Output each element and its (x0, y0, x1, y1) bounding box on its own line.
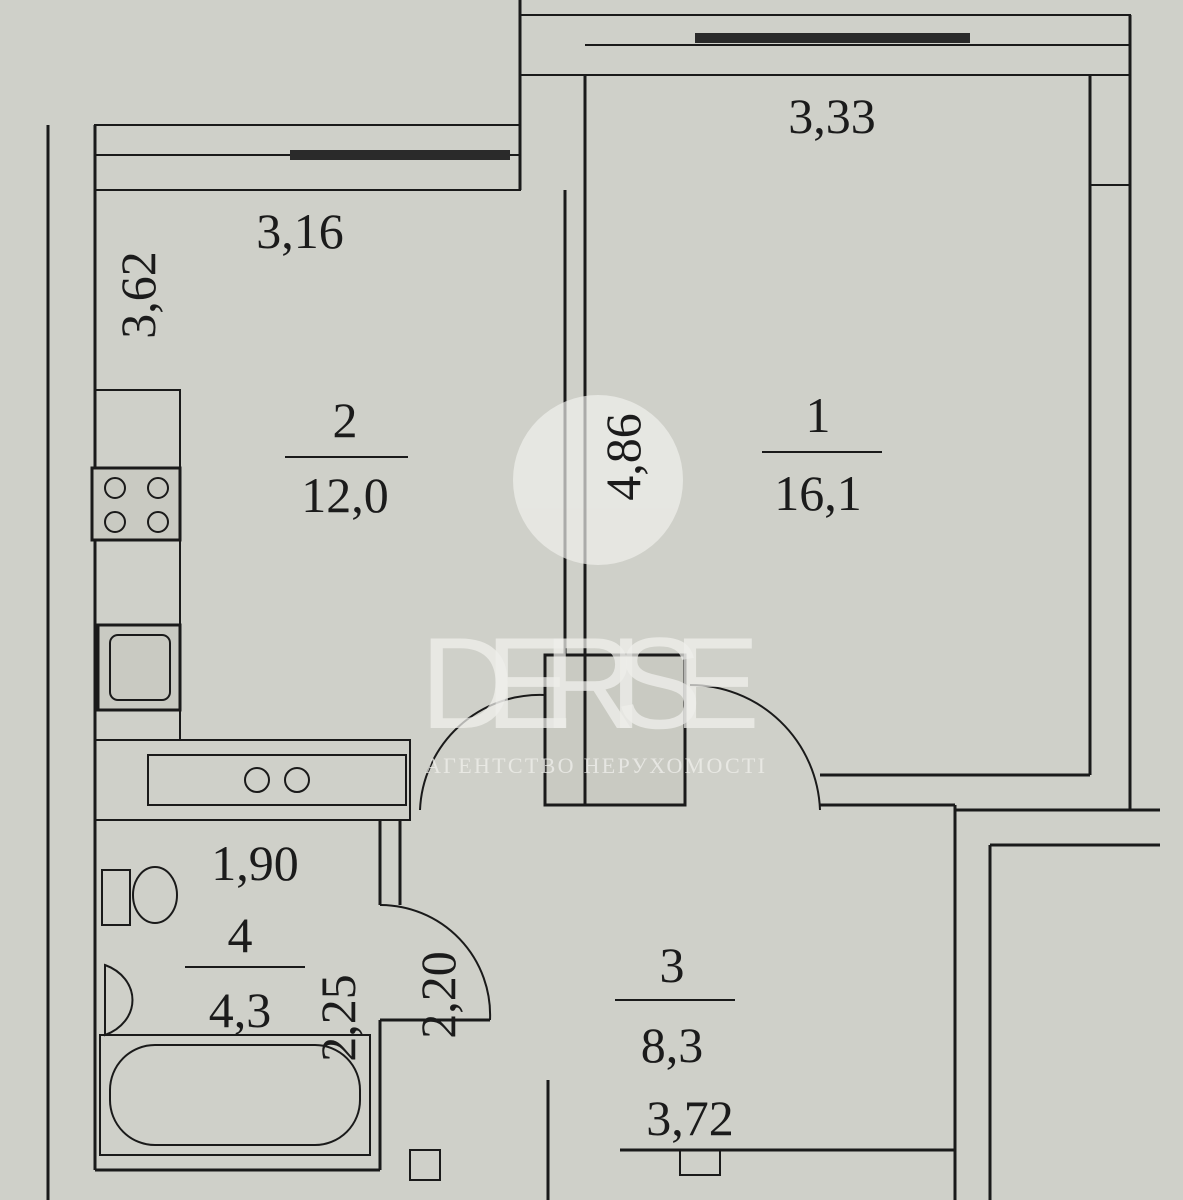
kitchen-window (290, 150, 510, 160)
room1-window (695, 33, 970, 43)
room-area: 4,3 (209, 982, 272, 1038)
dim-room1-width: 3,33 (788, 88, 876, 144)
windows (290, 33, 970, 160)
watermark-brand: DERISE (420, 610, 760, 756)
room-3-label: 3 8,3 (615, 937, 735, 1073)
room-2-label: 2 12,0 (285, 392, 408, 523)
washer-icon (147, 754, 407, 806)
stove-icon (90, 466, 182, 542)
dim-partition: 4,86 (595, 413, 651, 501)
dimensions: 3,33 3,16 3,62 4,86 1,90 2,25 2,20 3,72 (110, 88, 876, 1146)
watermark-tagline: АГЕНТСТВО НЕРУХОМОСТІ (425, 753, 765, 778)
doors (379, 684, 821, 1021)
bath-fixtures (99, 866, 371, 1156)
dim-room2-depth: 3,62 (110, 251, 166, 339)
kitchen-door-arc (419, 693, 546, 811)
room-area: 8,3 (641, 1017, 704, 1073)
room-number: 1 (806, 387, 831, 443)
room-area: 16,1 (774, 465, 862, 521)
room-area: 12,0 (301, 467, 389, 523)
room-1-label: 1 16,1 (762, 387, 882, 521)
room1-door-arc (689, 684, 821, 811)
toilet-icon (132, 866, 178, 924)
dim-bath-width: 1,90 (211, 835, 299, 891)
dim-hall-width: 3,72 (646, 1090, 734, 1146)
kitchen-fixtures (90, 389, 407, 806)
room-number: 3 (660, 937, 685, 993)
dim-bath-depth: 2,25 (310, 974, 366, 1062)
dim-room2-width: 3,16 (256, 203, 344, 259)
room-number: 2 (333, 392, 358, 448)
watermark: DERISE АГЕНТСТВО НЕРУХОМОСТІ (420, 395, 765, 778)
bath-door-arc (379, 903, 492, 1021)
watermark-logo-icon (513, 395, 683, 565)
room-4-label: 4 4,3 (185, 907, 305, 1038)
washbasin-icon (104, 963, 134, 1037)
bathtub-icon (99, 1034, 371, 1156)
dim-hall-depth: 2,20 (410, 951, 466, 1039)
room-number: 4 (228, 907, 253, 963)
